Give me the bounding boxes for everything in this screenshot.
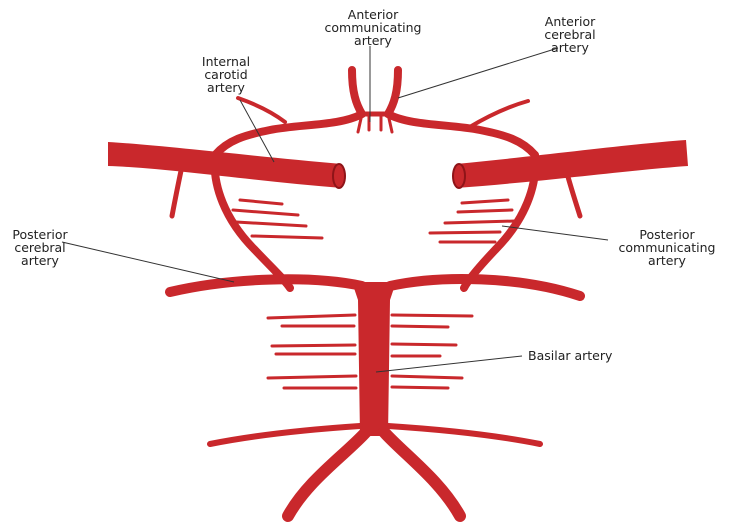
label-internal-carotid-artery: Internal carotid artery <box>186 55 266 94</box>
label-posterior-cerebral-artery: Posterior cerebral artery <box>0 228 80 267</box>
internal-carotid-cut-ends <box>333 164 465 188</box>
vertebral-arteries <box>288 432 460 516</box>
right-carotid-cut <box>453 164 465 188</box>
leader-posterior-cerebral <box>62 242 234 282</box>
label-basilar-artery: Basilar artery <box>528 349 648 362</box>
right-middle-cerebral-artery <box>456 140 688 188</box>
label-anterior-cerebral-artery: Anterior cerebral artery <box>530 15 610 54</box>
leader-anterior-cerebral <box>398 48 558 98</box>
right-anterior-cerebral-artery <box>388 70 398 114</box>
label-anterior-communicating-artery: Anterior communicating artery <box>298 8 448 47</box>
left-posterior-cerebral-artery <box>170 279 362 292</box>
middle-cerebral-arteries <box>108 140 688 188</box>
anterior-cerebral-arteries <box>352 70 398 114</box>
left-carotid-cut <box>333 164 345 188</box>
leader-basilar <box>376 356 522 372</box>
basilar-artery <box>352 282 396 436</box>
anterior-arch <box>215 114 535 155</box>
left-anterior-cerebral-artery <box>352 70 362 114</box>
right-posterior-cerebral-artery <box>390 279 580 296</box>
posterior-communicating-branches <box>233 200 515 242</box>
label-posterior-communicating-artery: Posterior communicating artery <box>592 228 742 267</box>
